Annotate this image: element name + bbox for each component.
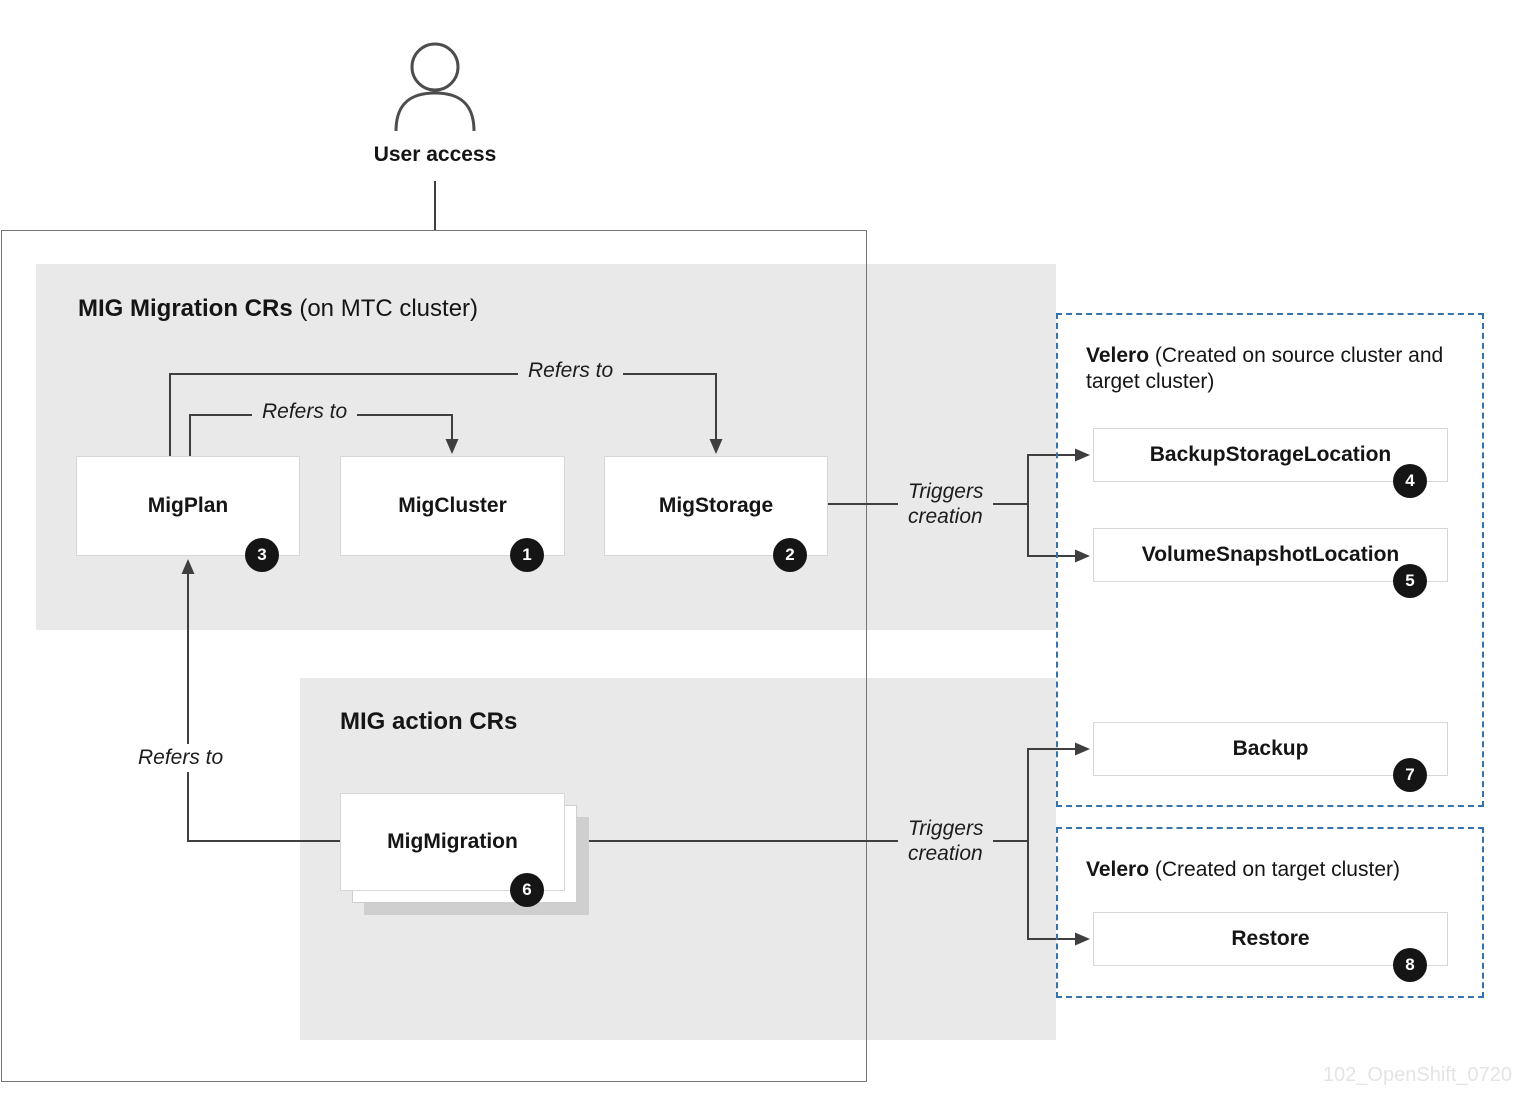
mig-migration-crs-title-rest: (on MTC cluster) [292, 295, 479, 322]
triggers-creation-storage-line1: Triggers [908, 480, 984, 503]
mig-migration-crs-title: MIG Migration CRs (on MTC cluster) [78, 295, 478, 324]
velero-target-title: Velero (Created on target cluster) [1086, 857, 1478, 883]
watermark: 102_OpenShift_0720 [1322, 1064, 1512, 1086]
node-migstorage-badge: 2 [773, 538, 807, 572]
velero-target-container [1056, 827, 1484, 998]
triggers-creation-migration-line2: creation [908, 841, 983, 865]
node-migstorage-label: MigStorage [658, 494, 774, 517]
node-migcluster: MigCluster 1 [340, 456, 565, 572]
velero-target-title-rest: (Created on target cluster) [1149, 858, 1400, 881]
node-backup: Backup 7 [1093, 722, 1448, 792]
node-backup-badge: 7 [1393, 758, 1427, 792]
node-backupstoragelocation: BackupStorageLocation 4 [1093, 428, 1448, 498]
node-migstorage: MigStorage 2 [604, 456, 828, 572]
node-migcluster-badge: 1 [510, 538, 544, 572]
triggers-creation-migration-label: Triggers creation [898, 815, 994, 869]
user-access-boundary [1, 230, 867, 1082]
triggers-creation-storage-label: Triggers creation [898, 478, 994, 532]
node-migplan: MigPlan 3 [76, 456, 300, 572]
node-backupstoragelocation-badge: 4 [1393, 464, 1427, 498]
velero-source-title-bold: Velero [1086, 344, 1150, 367]
mig-action-crs-title: MIG action CRs [340, 708, 518, 735]
user-icon [394, 42, 476, 132]
node-migmigration-label: MigMigration [387, 830, 518, 853]
node-migcluster-label: MigCluster [398, 494, 507, 517]
node-volumesnapshotlocation: VolumeSnapshotLocation 5 [1093, 528, 1448, 598]
refers-to-migstorage-label: Refers to [518, 357, 624, 385]
node-backupstoragelocation-label: BackupStorageLocation [1149, 443, 1392, 466]
node-migplan-label: MigPlan [147, 494, 229, 517]
node-restore-badge: 8 [1393, 948, 1427, 982]
velero-source-container [1056, 313, 1484, 807]
velero-target-title-bold: Velero [1086, 858, 1150, 881]
node-migmigration: MigMigration 6 [340, 793, 565, 907]
mig-migration-crs-title-bold: MIG Migration CRs [78, 295, 293, 322]
triggers-creation-storage-line2: creation [908, 504, 983, 528]
triggers-creation-migration-line1: Triggers [908, 817, 984, 840]
refers-to-migplan-label: Refers to [128, 744, 234, 772]
node-restore-label: Restore [1231, 927, 1310, 950]
node-volumesnapshotlocation-badge: 5 [1393, 564, 1427, 598]
velero-source-title-rest: (Created on source cluster and target cl… [1086, 344, 1444, 394]
node-backup-label: Backup [1232, 737, 1309, 760]
node-volumesnapshotlocation-label: VolumeSnapshotLocation [1141, 543, 1400, 566]
refers-to-migcluster-label: Refers to [252, 398, 358, 426]
node-migmigration-badge: 6 [510, 873, 544, 907]
node-restore: Restore 8 [1093, 912, 1448, 982]
velero-source-title: Velero (Created on source cluster and ta… [1086, 343, 1478, 396]
node-migplan-badge: 3 [245, 538, 279, 572]
user-access-label: User access [373, 143, 497, 166]
